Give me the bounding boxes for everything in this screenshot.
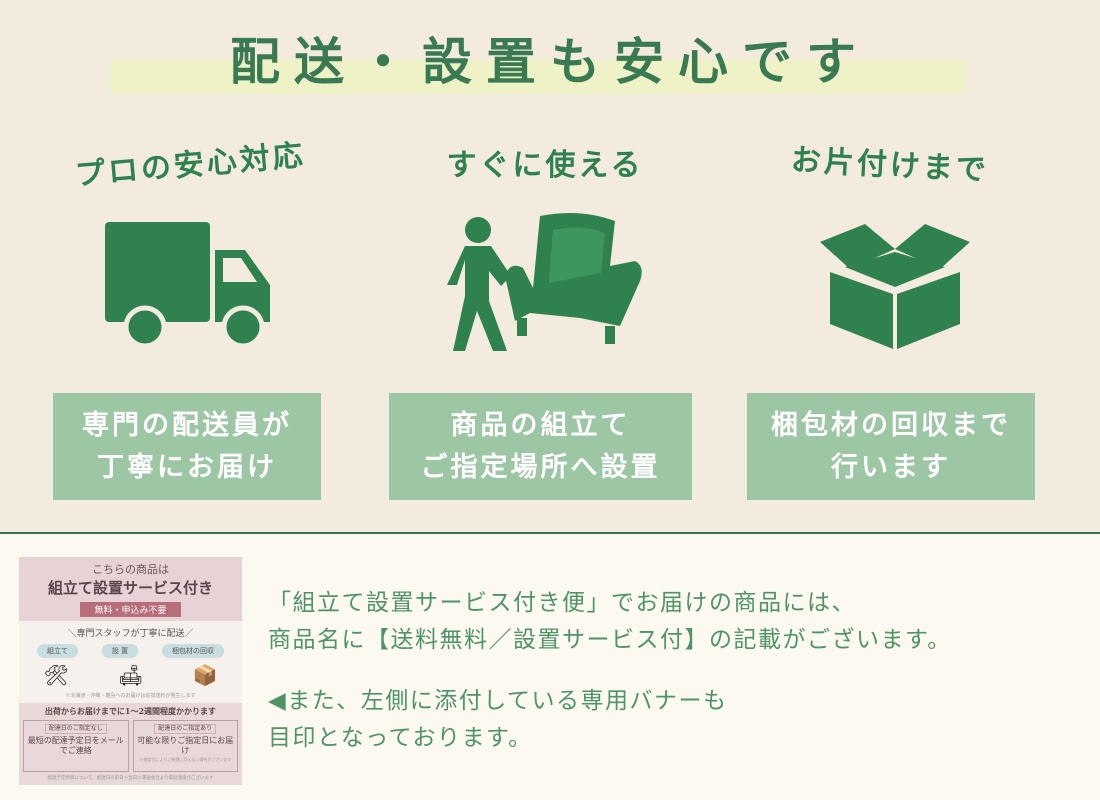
- open-box-icon: [820, 224, 970, 349]
- section-divider: [0, 532, 1100, 534]
- description-paragraph-1: 「組立て設置サービス付き便」でお届けの商品には、 商品名に【送料無料／設置サービ…: [268, 590, 952, 653]
- assembly-worker-icon: 🛠: [43, 663, 69, 687]
- feature-box-ready: 商品の組立てご指定場所へ設置: [389, 393, 692, 500]
- cart-worker-icon: 📦: [192, 663, 218, 687]
- feature-heading-pro: プロの安心対応: [73, 137, 307, 193]
- feature-heading-cleanup: お片付けまで: [790, 142, 990, 189]
- delivery-truck-icon: [105, 222, 270, 347]
- pill: 梱包材の回収: [162, 644, 225, 658]
- pill: 設 置: [101, 644, 139, 658]
- carrying-workers-icon: 🛋: [118, 663, 144, 687]
- feature-box-cleanup: 梱包材の回収まで行います: [747, 393, 1035, 500]
- banner-card-no-date: 配達日のご指定なし最短の配達予定日をメールでご連絡: [23, 720, 129, 772]
- banner-card-date: 配達日のご指定あり可能な限りご指定日にお届け※指定日によりご希望に添えない場合が…: [132, 720, 238, 772]
- feature-box-pro: 専門の配送員が丁寧にお届け: [53, 393, 321, 500]
- page-title: 配送・設置も安心です: [230, 33, 870, 91]
- title-highlight: [110, 60, 965, 94]
- pill: 組立て: [36, 644, 78, 658]
- person-carrying-sofa-icon: [447, 212, 642, 351]
- service-banner: こちらの商品は 組立て設置サービス付き 無料・申込み不要 ＼専門スタッフが丁寧に…: [19, 557, 242, 785]
- feature-heading-ready: すぐに使える: [446, 148, 644, 183]
- description-paragraph-2: ◀また、左側に添付している専用バナーも 目印となっております。: [268, 688, 728, 751]
